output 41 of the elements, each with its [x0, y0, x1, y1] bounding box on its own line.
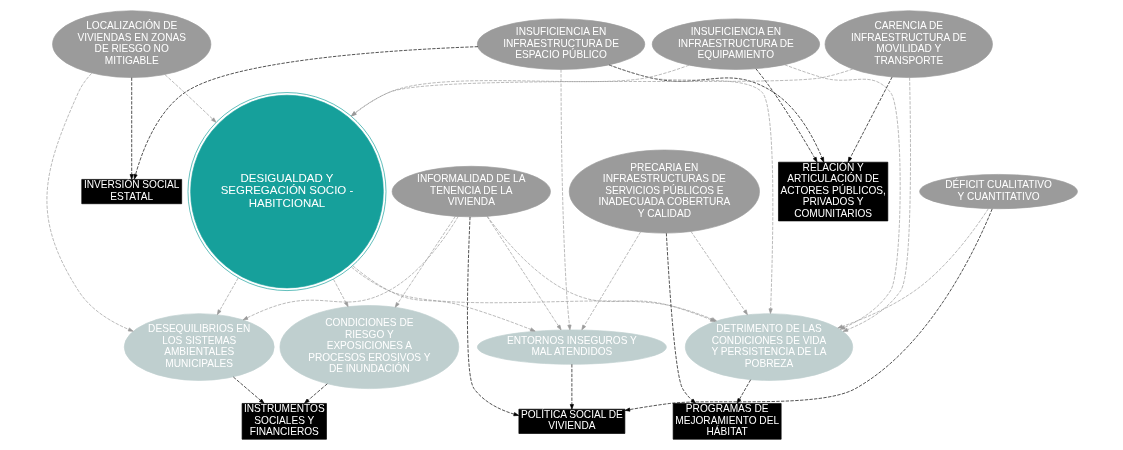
- node-ellipse: INSUFICIENCIA EN INFRAESTRUCTURA DE EQUIPAMIENTO: [651, 18, 820, 70]
- arrow: [755, 68, 817, 163]
- arrow: [847, 76, 892, 163]
- node-ellipse: INFORMALIDAD DE LA TENENCIA DE LA VIVIENDA: [391, 165, 551, 218]
- arrow: [164, 74, 216, 123]
- arrow: [216, 277, 239, 315]
- arrow: [466, 216, 519, 417]
- node-ellipse: LOCALIZACIÓN DE VIVIENDAS EN ZONAS DE RIESGO NO MITIGABLE: [51, 10, 211, 78]
- arrow: [560, 69, 571, 331]
- arrow: [690, 231, 748, 316]
- arrow: [608, 64, 824, 163]
- arrow: [394, 216, 456, 308]
- node-ellipse: INSUFICIENCIA EN INFRAESTRUCTURA DE ESPACIO PÚBLICO: [476, 18, 645, 70]
- arrow: [624, 208, 992, 412]
- arrow: [352, 265, 535, 332]
- arrow: [736, 379, 751, 404]
- node-box: INSTRUMENTOS SOCIALES Y FINANCIEROS: [241, 403, 327, 440]
- arrow: [350, 64, 689, 117]
- arrow: [486, 216, 561, 331]
- arrow: [46, 72, 133, 332]
- node-box: INVERSIÓN SOCIAL ESTATAL: [80, 179, 182, 205]
- arrow: [242, 216, 458, 321]
- node-ellipse: CARENCIA DE INFRAESTRUCTURA DE MOVILIDAD Y TRANSPORTE: [824, 10, 993, 78]
- arrow: [842, 77, 911, 332]
- arrow: [580, 231, 641, 331]
- node-ellipse: DÉFICIT CUALITATIVO Y CUANTITATIVO: [918, 174, 1078, 210]
- arrow: [129, 77, 134, 180]
- arrow: [332, 278, 348, 308]
- arrow: [133, 46, 478, 180]
- node-ellipse: CONDICIONES DE RIESGO Y EXPOSICIONES A PROCESOS EROSIVOS Y DE INUNDACIÓN: [279, 305, 459, 389]
- arrow: [232, 376, 264, 404]
- node-box: PROGRAMAS DE MEJORAMIENTO DEL HÁBITAT: [672, 403, 781, 440]
- arrow: [303, 383, 328, 404]
- node-box: POLÍTICA SOCIAL DE VIVIENDA: [518, 408, 625, 434]
- arrow: [665, 232, 696, 404]
- node-ellipse: PRECARIA EN INFRAESTRUCTURAS DE SERVICIOS PÚBLICOS E INADECUADA COBERTURA Y CALIDAD: [568, 149, 760, 234]
- arrow: [569, 363, 574, 410]
- node-box: RELACIÓN Y ARTICULACIÓN DE ACTORES PÚBLICOS, PRIVADOS Y COMUNITARIOS: [777, 161, 888, 222]
- arrow: [608, 64, 773, 314]
- arrow: [350, 68, 853, 117]
- node-ellipse: DETRIMENTO DE LAS CONDICIONES DE VIDA Y PERSISTENCIA DE LA POBREZA: [684, 313, 853, 381]
